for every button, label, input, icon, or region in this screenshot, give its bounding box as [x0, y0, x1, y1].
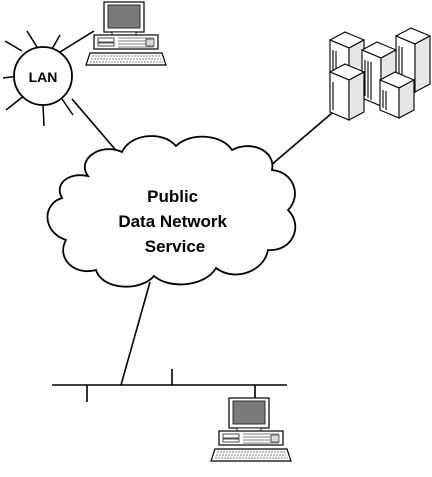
lan-circle	[13, 46, 73, 106]
server-tower	[378, 71, 416, 119]
computer-icon	[210, 397, 292, 462]
lan-to-cloud-link	[71, 98, 121, 156]
server-cluster-icon	[328, 27, 432, 121]
cloud-to-bus-link	[120, 281, 151, 386]
lan-to-computer-link	[59, 30, 95, 53]
lan-hub: LAN	[2, 30, 74, 127]
cloud-label-line-2: Data Network	[118, 212, 227, 231]
cloud-shape	[46, 135, 297, 288]
cloud-label-line-1: Public	[147, 187, 198, 206]
cloud-label-line-3: Service	[145, 237, 206, 256]
computer-icon	[85, 1, 167, 66]
lan-label: LAN	[29, 69, 58, 85]
public-data-network-cloud: Public Data Network Service	[46, 135, 297, 288]
cloud-label: Public Data Network Service	[118, 187, 231, 256]
bus-network	[52, 369, 287, 402]
server-tower	[328, 63, 366, 121]
